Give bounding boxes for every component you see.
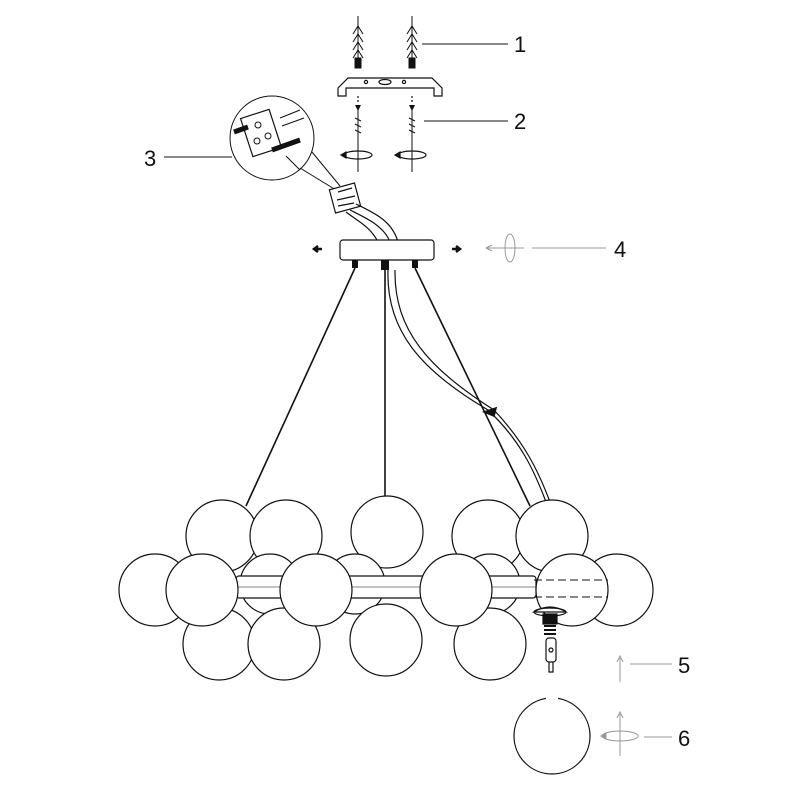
anchor-right <box>406 16 418 69</box>
mounting-bracket <box>337 77 443 104</box>
screws <box>354 105 416 172</box>
canopy <box>311 239 463 270</box>
rotation-arrow-icon-4 <box>485 233 524 263</box>
step-label-3: 3 <box>144 146 156 171</box>
step-label-5: 5 <box>678 653 690 678</box>
front-globes <box>165 553 609 627</box>
glass-globe <box>513 696 591 775</box>
wire-connector <box>328 182 399 243</box>
terminal-block-detail <box>229 95 341 191</box>
up-arrow-icon-5 <box>616 654 624 682</box>
rotation-arrow-icon <box>339 150 427 160</box>
step-label-6: 6 <box>678 726 690 751</box>
wall-anchors <box>352 16 418 69</box>
suspension-cables <box>245 267 551 507</box>
globe-socket-dashed <box>534 579 608 598</box>
rotation-arrow-icon-6 <box>600 710 639 756</box>
step-label-1: 1 <box>514 32 526 57</box>
step-label-4: 4 <box>614 237 626 262</box>
anchor-left <box>352 16 364 69</box>
bulb-socket <box>531 606 569 673</box>
step-label-2: 2 <box>514 109 526 134</box>
